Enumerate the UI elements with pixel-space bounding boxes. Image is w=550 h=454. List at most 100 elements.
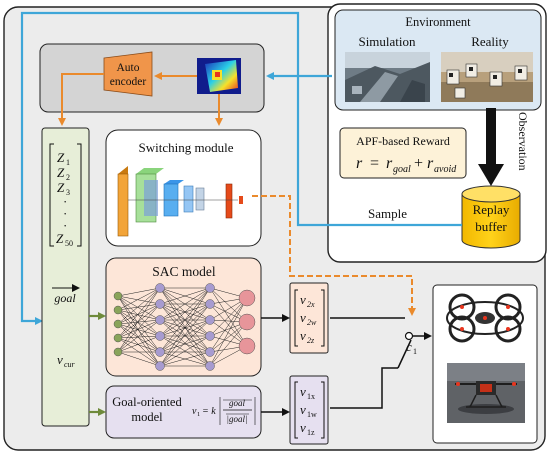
network-edge [117, 335, 161, 339]
network-edge [117, 323, 161, 353]
output-node [238, 313, 256, 331]
network-edge [159, 303, 211, 353]
svg-text:·: · [63, 194, 67, 209]
svg-text:goal: goal [229, 398, 246, 408]
input-node [113, 305, 123, 315]
goal-model-line2: model [131, 410, 163, 424]
goal-output-vector: v 1x v 1w v 1z [294, 381, 325, 439]
network-edge [117, 287, 161, 311]
observation-arrow-head [478, 164, 504, 186]
svg-text:r: r [427, 155, 434, 172]
svg-text:2x: 2x [307, 300, 315, 309]
network-edge [159, 319, 211, 367]
svg-text:Z: Z [57, 150, 65, 165]
network-edge [209, 297, 248, 367]
network-edge [209, 297, 248, 353]
svg-text:v: v [300, 292, 306, 307]
observation-label: Observation [516, 112, 530, 171]
sac-model-title: SAC model [152, 264, 216, 279]
hidden-node [155, 315, 165, 325]
hexacopter-image [447, 363, 525, 423]
network-edge [117, 295, 161, 305]
svg-text:v: v [300, 402, 306, 417]
network-edge [117, 295, 161, 337]
svg-text:avoid: avoid [434, 164, 457, 175]
svg-text:v: v [300, 384, 306, 399]
svg-text:1: 1 [197, 411, 200, 418]
switch-signal-line [252, 195, 416, 316]
output-node [238, 289, 256, 307]
network-edge [117, 295, 161, 321]
goal-model-panel [105, 385, 262, 439]
svg-text:v: v [300, 420, 306, 435]
hidden-node [155, 331, 165, 341]
replay-buffer-line1: Replay [473, 202, 510, 217]
hidden-node [205, 347, 215, 357]
network-edge [117, 287, 161, 353]
sac-model-panel [105, 257, 262, 377]
output-node [238, 337, 256, 355]
hidden-node [205, 299, 215, 309]
svg-text:v: v [192, 406, 197, 417]
hidden-node [155, 283, 165, 293]
network-edge [117, 335, 161, 353]
network-edge [117, 295, 161, 353]
replay-buffer: Replay buffer [461, 185, 521, 249]
svg-text:r: r [356, 155, 363, 172]
input-node [113, 319, 123, 329]
reward-box [339, 127, 467, 179]
cnn-graphic [117, 166, 243, 237]
svg-text:1w: 1w [307, 410, 317, 419]
autoencoder-line2: encoder [110, 76, 147, 88]
hidden-node [205, 361, 215, 371]
svg-text:·: · [63, 206, 67, 221]
svg-text:50: 50 [65, 239, 73, 248]
network-edge [117, 323, 161, 337]
svg-text:r: r [386, 155, 393, 172]
network-edge [159, 287, 211, 367]
autoencoder-shape [103, 51, 153, 97]
sample-label: Sample [368, 206, 407, 221]
sac-output-vector: v 2x v 2w v 2z [294, 289, 325, 347]
svg-text:v: v [300, 328, 306, 343]
network-edge [117, 351, 161, 367]
latent-vector: Z 1 Z 2 Z 3 · · · Z 50 [49, 143, 82, 248]
svg-text:goal: goal [54, 291, 76, 305]
input-node [113, 347, 123, 357]
svg-text:=: = [370, 155, 379, 172]
svg-text:= k: = k [202, 406, 216, 417]
environment-title: Environment [405, 15, 471, 29]
svg-text:v: v [57, 352, 63, 367]
goal-output-box [289, 375, 329, 445]
network-edge [159, 287, 211, 337]
depth-image [197, 58, 241, 94]
svg-text:Z: Z [57, 180, 65, 195]
reality-image [441, 52, 533, 102]
svg-text:·: · [63, 218, 67, 233]
svg-text:v: v [300, 310, 306, 325]
quadcopter-image [446, 293, 524, 343]
goal-output-wire [330, 367, 398, 409]
svg-text:2: 2 [66, 173, 70, 182]
svg-text:Z: Z [57, 165, 65, 180]
sac-network [113, 283, 256, 371]
network-edge [117, 303, 161, 311]
hidden-node [155, 299, 165, 309]
hidden-node [205, 331, 215, 341]
network-edge [117, 287, 161, 325]
network-edge [117, 287, 161, 339]
svg-text:2w: 2w [307, 318, 317, 327]
hidden-node [205, 315, 215, 325]
replay-buffer-line2: buffer [475, 219, 507, 234]
network-edge [159, 351, 211, 367]
network-edge [159, 287, 211, 305]
sample-to-state-line [20, 11, 462, 325]
network-edge [117, 319, 161, 339]
network-edge [159, 319, 211, 353]
reward-title: APF-based Reward [356, 134, 450, 148]
svg-text:3: 3 [66, 188, 70, 197]
network-edge [159, 287, 211, 321]
hidden-node [155, 361, 165, 371]
goal-model-formula: v 1 = k goal |goal| [192, 397, 256, 425]
